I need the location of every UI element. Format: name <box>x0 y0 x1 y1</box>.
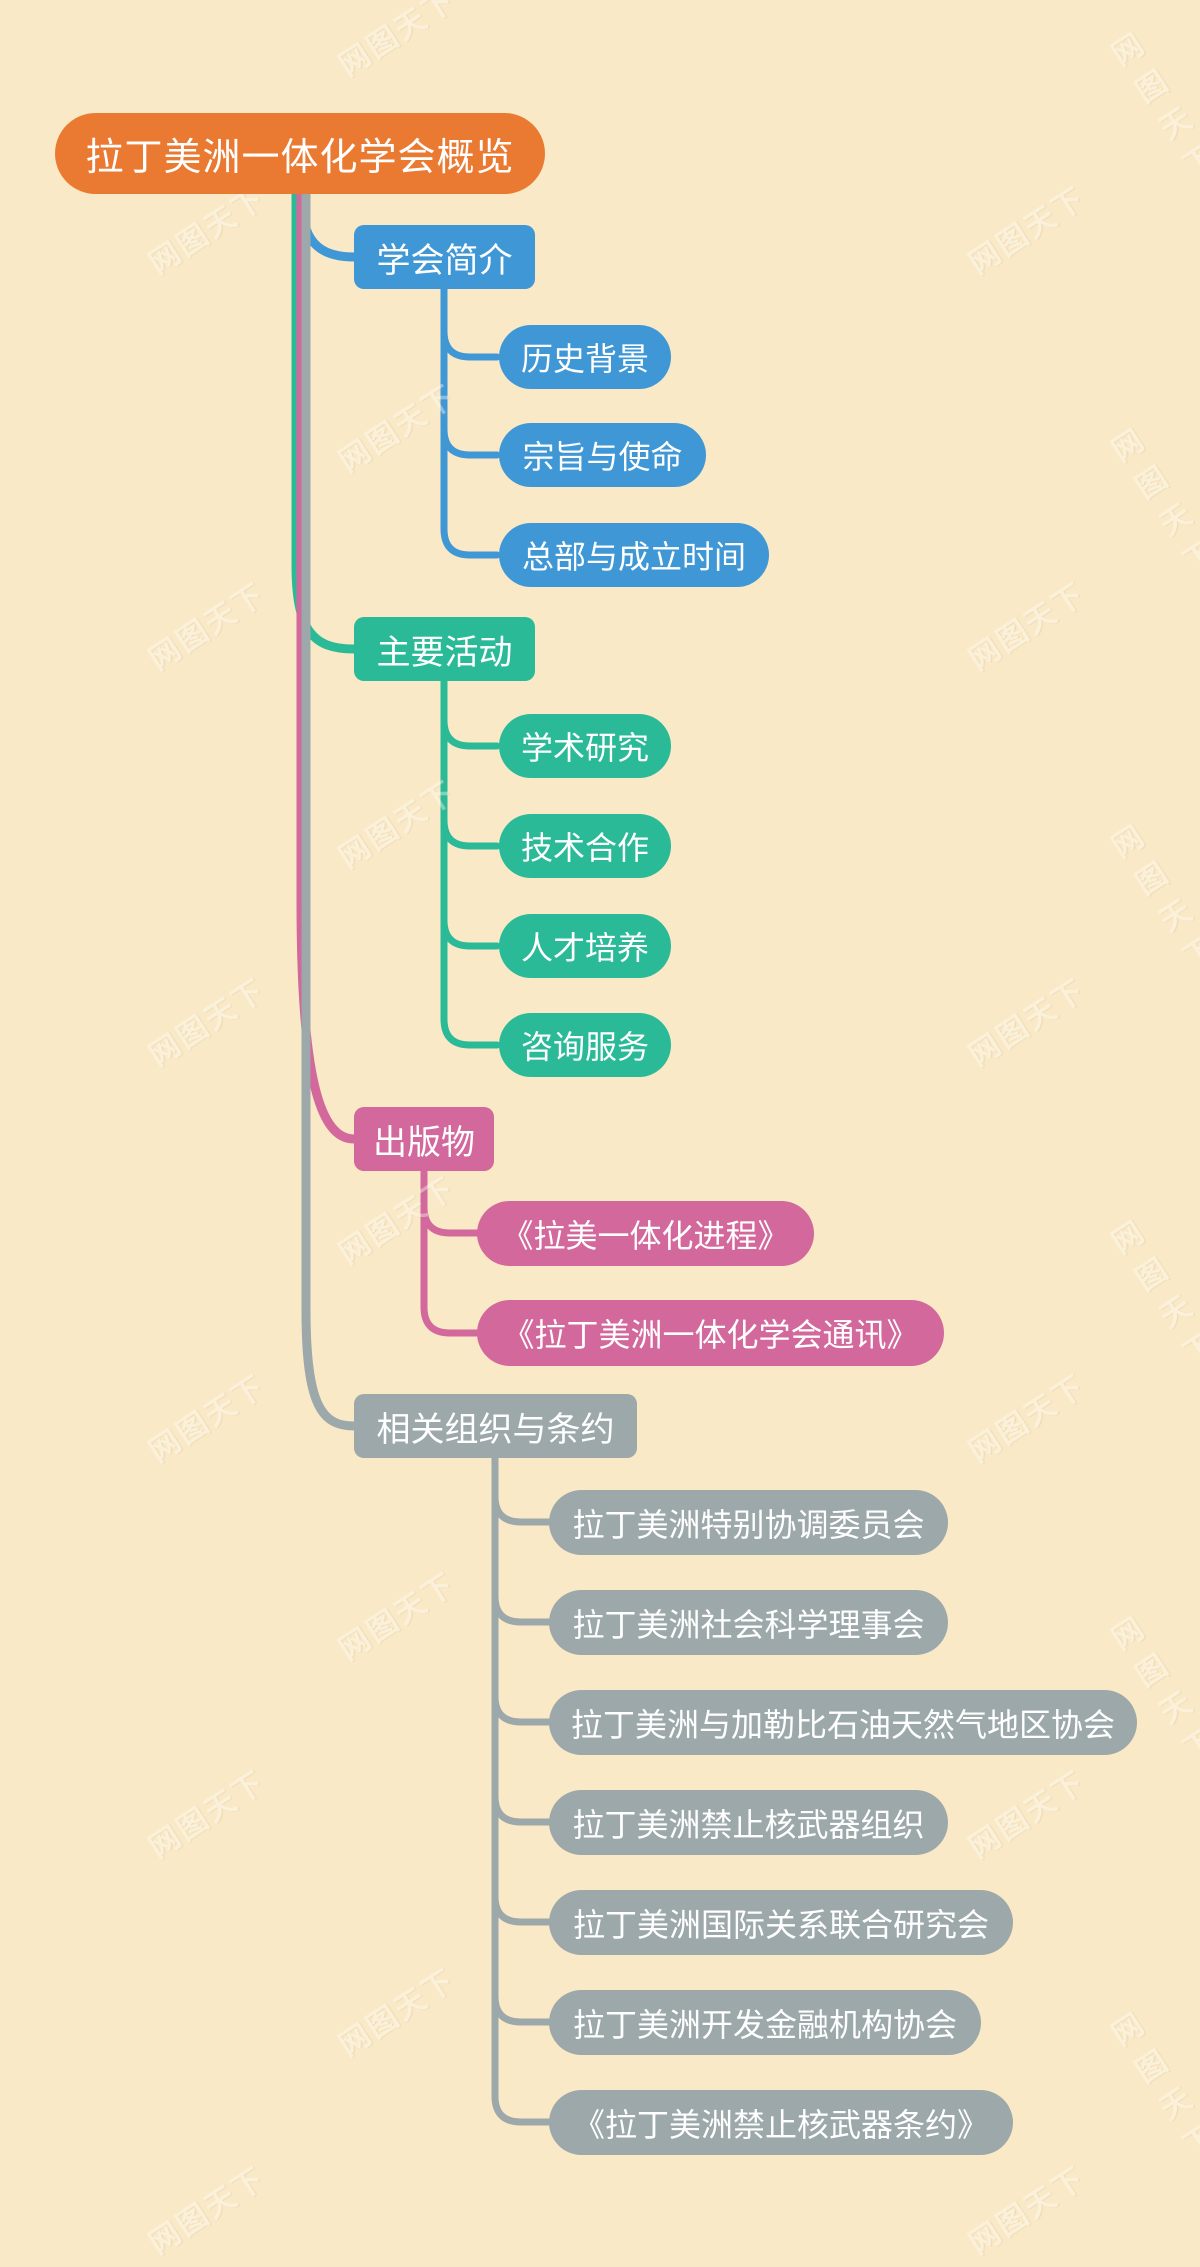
child-node-history[interactable]: 历史背景 <box>499 325 671 389</box>
branch-node-organizations[interactable]: 相关组织与条约 <box>354 1394 637 1458</box>
connector-publications-journal-1 <box>420 1165 483 1237</box>
connector-organizations-org-4 <box>491 1452 555 1826</box>
connector-intro-headquarters <box>440 284 501 559</box>
connector-organizations-org-2 <box>491 1452 555 1626</box>
branch-node-activities[interactable]: 主要活动 <box>354 617 535 681</box>
child-node-org-1[interactable]: 拉丁美洲特别协调委员会 <box>549 1490 948 1555</box>
child-node-treaty[interactable]: 《拉丁美洲禁止核武器条约》 <box>549 2090 1013 2155</box>
child-node-talent[interactable]: 人才培养 <box>499 914 671 978</box>
connector-root-organizations <box>301 183 359 1431</box>
child-node-headquarters[interactable]: 总部与成立时间 <box>499 523 769 587</box>
connector-organizations-org-5 <box>491 1452 555 1926</box>
connector-activities-talent <box>440 675 501 950</box>
connector-activities-consulting <box>440 675 501 1049</box>
connector-root-publications <box>296 183 359 1144</box>
child-node-research[interactable]: 学术研究 <box>499 714 671 778</box>
connector-organizations-org-6 <box>491 1452 555 2026</box>
connector-organizations-org-1 <box>491 1452 555 1526</box>
child-node-journal-2[interactable]: 《拉丁美洲一体化学会通讯》 <box>477 1300 944 1366</box>
connector-intro-mission <box>440 284 501 459</box>
connector-organizations-treaty <box>491 1452 555 2126</box>
connector-publications-journal-2 <box>420 1165 483 1337</box>
root-node[interactable]: 拉丁美洲一体化学会概览 <box>55 113 545 194</box>
child-node-org-2[interactable]: 拉丁美洲社会科学理事会 <box>549 1590 948 1655</box>
connector-organizations-org-3 <box>491 1452 555 1726</box>
branch-node-publications[interactable]: 出版物 <box>354 1107 494 1171</box>
connector-intro-history <box>440 284 501 361</box>
branch-node-intro[interactable]: 学会简介 <box>354 225 535 289</box>
child-node-org-5[interactable]: 拉丁美洲国际关系联合研究会 <box>549 1890 1013 1955</box>
child-node-org-4[interactable]: 拉丁美洲禁止核武器组织 <box>549 1790 948 1855</box>
child-node-consulting[interactable]: 咨询服务 <box>499 1013 671 1077</box>
child-node-cooperation[interactable]: 技术合作 <box>499 814 671 878</box>
child-node-org-3[interactable]: 拉丁美洲与加勒比石油天然气地区协会 <box>549 1690 1137 1755</box>
connector-activities-cooperation <box>440 675 501 850</box>
child-node-journal-1[interactable]: 《拉美一体化进程》 <box>477 1201 814 1266</box>
connector-activities-research <box>440 675 501 750</box>
child-node-org-6[interactable]: 拉丁美洲开发金融机构协会 <box>549 1990 981 2055</box>
child-node-mission[interactable]: 宗旨与使命 <box>499 423 706 487</box>
